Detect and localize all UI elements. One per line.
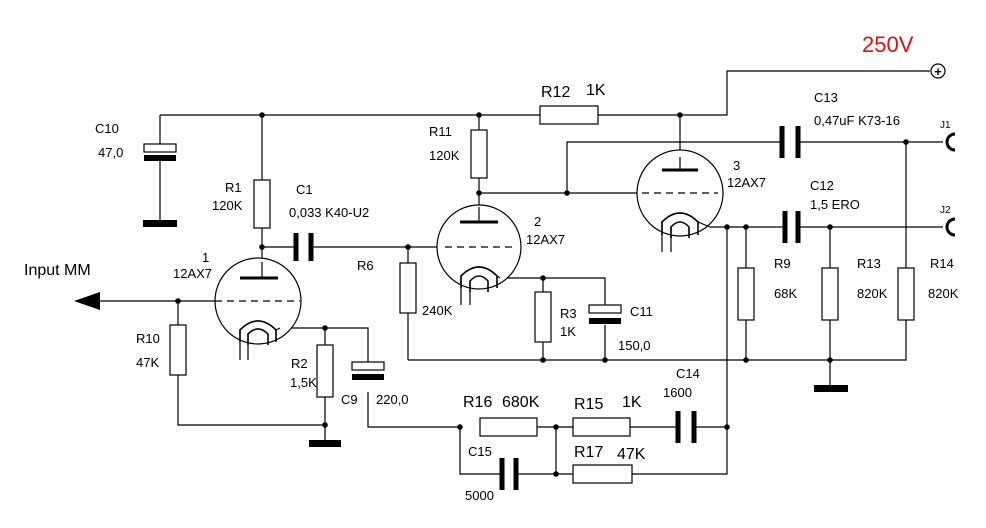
c14-name: C14 (676, 366, 700, 381)
r1-value: 120K (212, 198, 243, 213)
capacitor-c14 (675, 411, 697, 443)
c9-name: C9 (341, 392, 358, 407)
resistor-r11 (470, 129, 488, 179)
resistor-r17 (572, 464, 633, 484)
ground-symbol (309, 440, 341, 447)
jack-j1-label: J1 (940, 120, 951, 131)
r2-name: R2 (291, 356, 308, 371)
r15-value: 1K (622, 394, 642, 411)
r1-name: R1 (225, 180, 242, 195)
tube-3 (636, 149, 724, 252)
capacitors (143, 126, 801, 490)
tube-1-type: 12AX7 (173, 266, 212, 281)
supply-terminal: + (930, 63, 946, 79)
r10-name: R10 (136, 331, 160, 346)
c15-value: 5000 (465, 488, 494, 503)
tube-2-id: 2 (534, 214, 541, 229)
tube-1-id: 1 (202, 250, 209, 265)
r14-name: R14 (930, 256, 954, 271)
resistor-r10 (169, 324, 187, 376)
tube-3-id: 3 (733, 158, 740, 173)
capacitor-c12 (782, 211, 801, 243)
r17-value: 47K (617, 446, 646, 463)
c11-value: 150,0 (618, 338, 651, 353)
junctions (175, 112, 909, 477)
r12-value: 1K (586, 82, 606, 99)
labels: 250V Input MM J1 J2 1 12AX7 2 12AX7 3 12… (24, 32, 959, 503)
tube-1 (214, 257, 302, 360)
c9-value: 220,0 (376, 392, 409, 407)
c10-value: 47,0 (98, 145, 123, 160)
resistor-r16 (479, 417, 538, 437)
resistor-r13 (821, 267, 839, 321)
r10-value: 47K (136, 355, 159, 370)
c13-value: 0,47uF K73-16 (814, 113, 900, 128)
r12-name: R12 (541, 84, 570, 101)
resistor-r9 (737, 267, 755, 321)
jack-j2-label: J2 (940, 205, 951, 216)
capacitor-c1 (293, 233, 314, 261)
jack-j1 (945, 132, 956, 152)
r16-value: 680K (502, 394, 540, 411)
capacitor-c15 (499, 458, 519, 490)
tube-3-type: 12AX7 (727, 175, 766, 190)
c11-name: C11 (630, 304, 653, 319)
ground-symbol (143, 220, 177, 227)
tube-2 (436, 204, 522, 305)
capacitor-c10 (143, 143, 177, 161)
c1-name: C1 (296, 182, 313, 197)
c1-value: 0,033 K40-U2 (289, 205, 369, 220)
r6-value: 240K (422, 303, 453, 318)
wires (95, 70, 943, 475)
capacitor-c9 (351, 361, 385, 380)
resistor-r2 (316, 344, 334, 398)
resistor-r3 (534, 291, 552, 343)
r16-name: R16 (463, 394, 492, 411)
r9-value: 68K (774, 286, 797, 301)
r3-value: 1K (560, 324, 576, 339)
c15-name: C15 (468, 444, 492, 459)
r15-name: R15 (574, 396, 603, 413)
input-arrow-icon (74, 292, 100, 310)
supply-voltage-label: 250V (862, 32, 914, 57)
r14-value: 820K (928, 286, 959, 301)
resistor-r6 (399, 262, 417, 314)
grounds (143, 220, 848, 447)
tube-2-type: 12AX7 (526, 232, 565, 247)
c12-value: 1,5 ERO (810, 197, 860, 212)
resistor-r15 (572, 417, 631, 437)
c14-value: 1600 (663, 385, 692, 400)
r11-name: R11 (429, 124, 452, 139)
r2-value: 1,5K (290, 375, 317, 390)
capacitor-c11 (588, 304, 622, 324)
capacitor-c13 (779, 126, 801, 158)
r11-value: 120K (429, 148, 460, 163)
supply-plus-symbol: + (934, 64, 942, 79)
resistor-r1 (253, 179, 271, 229)
jack-j2 (945, 217, 956, 237)
resistors (169, 105, 915, 484)
resistor-r14 (897, 267, 915, 321)
r3-name: R3 (560, 306, 577, 321)
r13-value: 820K (857, 286, 888, 301)
c12-name: C12 (810, 178, 834, 193)
c13-name: C13 (814, 90, 838, 105)
r13-name: R13 (857, 256, 881, 271)
r17-name: R17 (574, 444, 603, 461)
input-label: Input MM (24, 262, 91, 279)
c10-name: C10 (95, 121, 119, 136)
resistor-r12 (539, 105, 599, 125)
r6-name: R6 (357, 258, 374, 273)
r9-name: R9 (774, 256, 791, 271)
ground-symbol (814, 385, 848, 392)
